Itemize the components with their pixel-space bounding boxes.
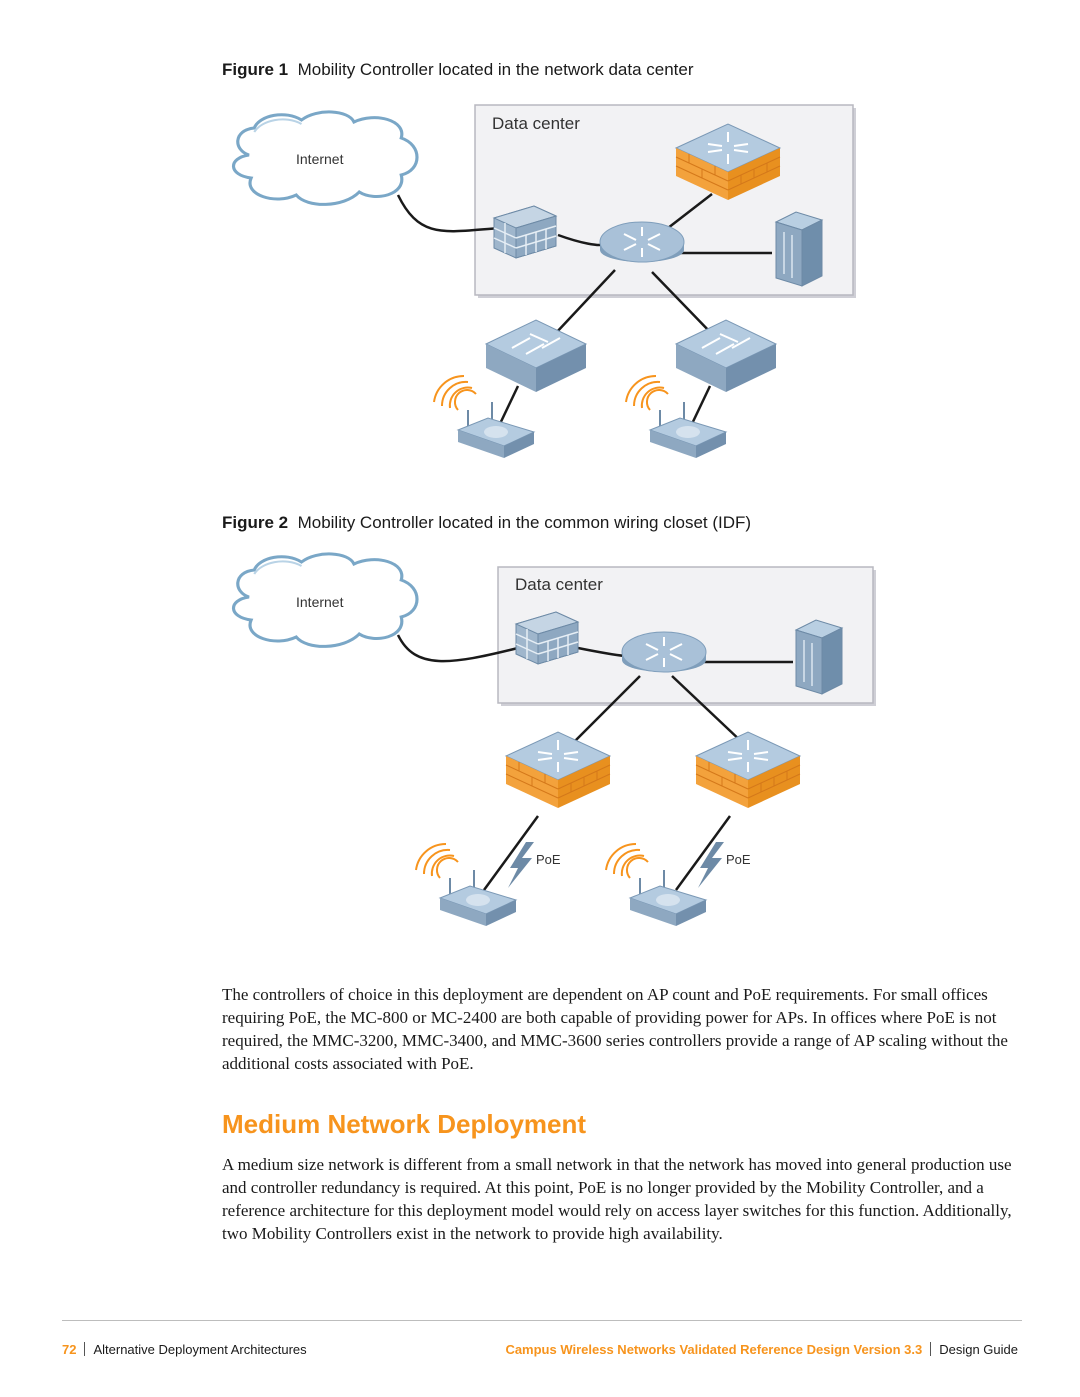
data-center-label: Data center — [492, 114, 580, 133]
poe-lightning-icon — [698, 842, 724, 888]
doc-type: Design Guide — [939, 1342, 1018, 1357]
poe-label-right: PoE — [726, 852, 751, 867]
footer-divider — [62, 1320, 1022, 1321]
guide-title: Campus Wireless Networks Validated Refer… — [505, 1342, 923, 1357]
figure-2-links — [396, 634, 793, 891]
figure-1-diagram: Data center Internet — [231, 104, 856, 459]
wifi-signal-icon — [433, 374, 477, 411]
access-switch-icon — [675, 319, 777, 393]
chapter-title: Alternative Deployment Architectures — [93, 1342, 307, 1357]
access-switch-icon — [485, 319, 587, 393]
paragraph-controllers: The controllers of choice in this deploy… — [222, 985, 1008, 1073]
mobility-controller-icon — [505, 731, 611, 809]
router-icon — [599, 221, 685, 263]
wifi-signal-icon — [605, 842, 649, 879]
mobility-controller-icon — [695, 731, 801, 809]
access-point-icon — [457, 401, 535, 459]
figure-2-caption: Figure 2 Mobility Controller located in … — [222, 513, 751, 533]
footer-separator — [930, 1342, 932, 1356]
figure-1-caption: Figure 1 Mobility Controller located in … — [222, 60, 694, 80]
page-number: 72 — [62, 1342, 77, 1357]
poe-lightning-icon — [508, 842, 534, 888]
data-center-label: Data center — [515, 575, 603, 594]
poe-label-left: PoE — [536, 852, 561, 867]
figure-2-label: Figure 2 — [222, 513, 289, 532]
access-point-icon — [439, 869, 517, 927]
internet-label: Internet — [296, 594, 344, 610]
paragraph-medium-network: A medium size network is different from … — [222, 1155, 1012, 1243]
wifi-signal-icon — [415, 842, 459, 879]
figure-2-caption-text: Mobility Controller located in the commo… — [297, 513, 752, 532]
figure-1-caption-text: Mobility Controller located in the netwo… — [297, 60, 694, 79]
router-icon — [621, 631, 707, 673]
footer-left: 72 Alternative Deployment Architectures — [62, 1342, 307, 1357]
internet-label: Internet — [296, 151, 344, 167]
section-title: Medium Network Deployment — [222, 1109, 587, 1139]
wifi-signal-icon — [625, 374, 669, 411]
footer-separator — [84, 1342, 86, 1356]
server-icon — [775, 211, 823, 287]
footer-right: Campus Wireless Networks Validated Refer… — [505, 1342, 1018, 1357]
access-point-icon — [649, 401, 727, 459]
figure-2-diagram: Data center Internet PoE PoE — [231, 552, 876, 927]
server-icon — [795, 619, 843, 695]
access-point-icon — [629, 869, 707, 927]
figure-1-label: Figure 1 — [222, 60, 289, 79]
